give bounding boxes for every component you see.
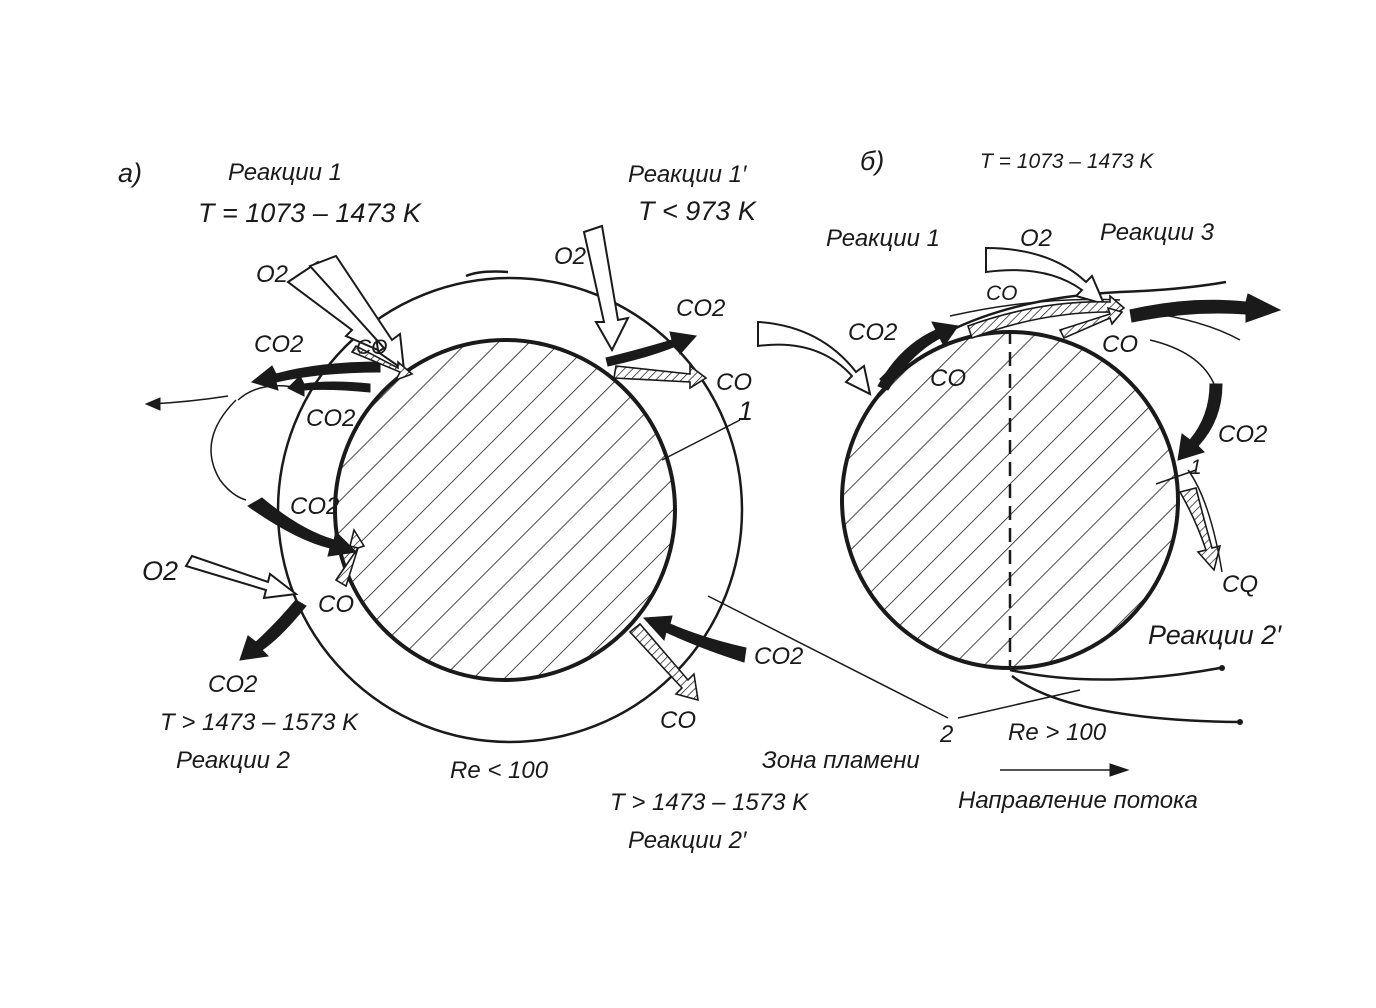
co-arrow-top-left — [350, 344, 414, 382]
o2-arrow-top-right — [582, 224, 630, 353]
co2-label-right-b: CO2 — [1218, 421, 1267, 448]
leader-line-1-b — [1155, 469, 1197, 485]
co2-label-left-2: CO2 — [306, 405, 355, 432]
co2-arrow-top-right — [605, 331, 697, 367]
leader-line-2b — [957, 689, 1081, 719]
co-arrow-top-b-2 — [1058, 306, 1124, 340]
o2-arrow-top-b — [985, 246, 1106, 306]
co2-label-bottom-right: CO2 — [754, 643, 803, 670]
o2-label-left: O2 — [142, 556, 178, 586]
reactions-3-label-b: Реакции 3 — [1100, 219, 1215, 246]
panel-a: а) Реакции 1 T = 1073 – 1473 K Реакции 1… — [118, 158, 809, 854]
co-label-top-b: CO — [986, 282, 1018, 305]
flow-direction-arrowhead — [1109, 763, 1130, 777]
flame-zone-label: Зона пламени — [762, 747, 920, 774]
co2-arrow-bottom-right — [642, 615, 747, 663]
o2-arrow-top-left-2 — [308, 254, 406, 373]
co-label-top-right: CO — [716, 369, 752, 396]
flame-zone-ring-a — [276, 276, 744, 744]
co2-label-left-1: CO2 — [254, 331, 303, 358]
co2-arrow-bottom-left — [239, 599, 307, 661]
o2-label-b: O2 — [1020, 225, 1052, 252]
flow-curve-left-3 — [237, 385, 301, 401]
temp-1-label: T = 1073 – 1473 K — [198, 198, 422, 228]
co2-arrow-left-3 — [247, 497, 358, 557]
wake-curve-1 — [1009, 666, 1221, 681]
co2-label-bottom-left: CO2 — [208, 671, 257, 698]
reactions-2prime-label-b: Реакции 2′ — [1148, 620, 1282, 650]
flow-arrowhead-left — [144, 397, 161, 411]
wake-dot-2 — [1237, 719, 1243, 725]
co-label-left-b: CO — [930, 365, 966, 392]
flow-curve-right-b — [1149, 339, 1215, 385]
wake-curve-2 — [1011, 675, 1241, 724]
co2-arrow-top-right-b — [1129, 293, 1282, 323]
co2-arrow-left-b — [877, 321, 959, 391]
label-1-a: 1 — [738, 396, 753, 426]
label-2-b: 2 — [939, 721, 953, 748]
temp-2prime-label: T > 1473 – 1573 K — [610, 789, 809, 816]
co2-arrow-left-2 — [287, 375, 371, 397]
reactions-1prime-label: Реакции 1′ — [628, 161, 748, 188]
panel-a-tag: а) — [118, 158, 142, 188]
reactions-2prime-label: Реакции 2′ — [628, 827, 748, 854]
flow-curve-right-b-2 — [1187, 469, 1223, 573]
co2-arrow-left-1 — [250, 361, 381, 391]
co-arrow-top-b — [966, 294, 1126, 340]
leader-line-2a — [707, 595, 949, 719]
o2-label-right: O2 — [554, 243, 586, 270]
co-arrow-right-b — [1178, 487, 1222, 572]
temp-2-label: T > 1473 – 1573 K — [160, 709, 359, 736]
flow-curve-left-2 — [210, 399, 247, 501]
co-arrow-left — [334, 527, 366, 588]
co2-label-top-right: CO2 — [676, 295, 725, 322]
reactions-1-label-b: Реакции 1 — [826, 225, 940, 252]
flow-curve-left — [149, 395, 229, 405]
co-arrow-top-right — [613, 364, 708, 390]
o2-label-top: O2 — [256, 261, 288, 288]
co-label-bottom-right: CO — [660, 707, 696, 734]
co-label-right-top-b: CO — [1102, 331, 1138, 358]
carbon-particle-a — [333, 338, 677, 682]
leader-line-1-a — [661, 419, 741, 461]
co2-label-left-3: CO2 — [290, 493, 339, 520]
o2-arrow-left — [184, 554, 299, 600]
flow-direction-label: Направление потока — [958, 787, 1198, 814]
co-label-left: CO — [318, 591, 354, 618]
panel-b-tag: б) — [860, 146, 884, 176]
co-label-right-b: CQ — [1222, 571, 1258, 598]
flow-curve-top — [465, 270, 509, 278]
co2-arrow-right-b — [1177, 383, 1223, 461]
temp-label-b: T = 1073 – 1473 K — [980, 150, 1154, 173]
reactions-1-label: Реакции 1 — [228, 159, 342, 186]
label-1-b: 1 — [1190, 456, 1202, 479]
co-arrow-bottom-right — [628, 622, 699, 702]
flow-arrow-incoming — [757, 320, 872, 396]
reactions-2-label: Реакции 2 — [176, 747, 290, 774]
temp-1prime-label: T < 973 K — [638, 196, 757, 226]
re-label-b: Re > 100 — [1008, 719, 1107, 746]
re-label-a: Re < 100 — [450, 757, 549, 784]
wake-dot-1 — [1219, 665, 1225, 671]
co2-label-left-b: CO2 — [848, 319, 897, 346]
co-label-top-left: CO — [356, 336, 388, 359]
panel-b: б) T = 1073 – 1473 K Реакции 1 O2 Реакци… — [707, 146, 1282, 814]
